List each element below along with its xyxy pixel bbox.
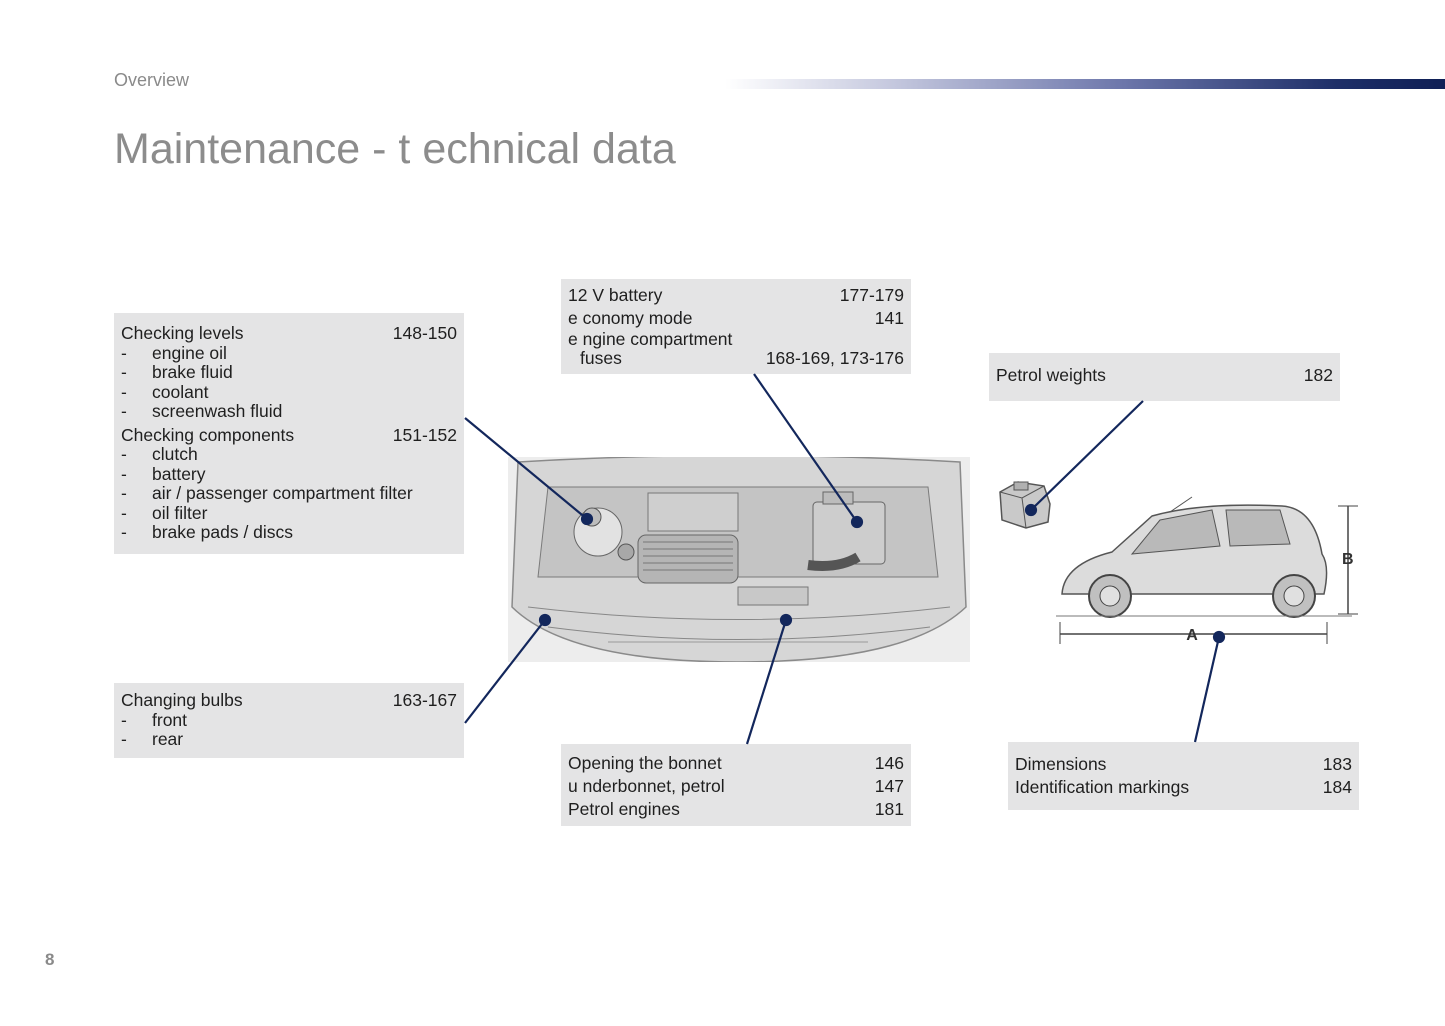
checking-components-pages[interactable]: 151-152: [392, 424, 457, 445]
page-number: 8: [45, 950, 55, 969]
list-item: -battery: [121, 463, 206, 484]
changing-bulbs-pages[interactable]: 163-167: [392, 690, 457, 710]
battery-label: 12 V battery: [568, 285, 663, 305]
checking-levels-pages[interactable]: 148-150: [392, 323, 457, 343]
list-item: -brake fluid: [121, 362, 233, 382]
header-gradient-bar: [725, 79, 1445, 89]
fuses-label-line1: e ngine compartment: [568, 329, 733, 349]
length-label-a: A: [1186, 627, 1198, 644]
list-item-label: brake fluid: [152, 362, 233, 382]
list-item: -rear: [121, 729, 184, 749]
list-item-label: brake pads / discs: [152, 522, 294, 542]
engine-bay-illustration: [508, 457, 970, 662]
petrol-engines-row[interactable]: Petrol engines 181: [568, 798, 904, 821]
petrol-engines-pages[interactable]: 181: [874, 799, 904, 819]
checking-box: Checking levels 148-150 -engine oil -bra…: [114, 313, 464, 554]
changing-bulbs-row[interactable]: Changing bulbs 163-167: [121, 690, 457, 711]
underbonnet-pages[interactable]: 147: [874, 776, 904, 796]
list-item-label: screenwash fluid: [152, 401, 283, 421]
dimensions-box: Dimensions 183 Identification markings 1…: [1008, 742, 1359, 810]
dimensions-pages[interactable]: 183: [1322, 754, 1352, 774]
petrol-weights-pages[interactable]: 182: [1303, 365, 1333, 385]
page-title: Maintenance - t echnical data: [114, 125, 676, 173]
petrol-weights-row[interactable]: Petrol weights 182: [996, 365, 1333, 386]
battery-row[interactable]: 12 V battery 177-179: [568, 284, 904, 307]
list-item-label: rear: [152, 729, 184, 749]
list-item: -clutch: [121, 444, 198, 464]
underbonnet-label: u nderbonnet, petrol: [568, 776, 725, 796]
list-item: -screenwash fluid: [121, 401, 283, 421]
changing-bulbs-box: Changing bulbs 163-167 -front -rear: [114, 683, 464, 758]
identification-pages[interactable]: 184: [1322, 777, 1352, 797]
battery-box: 12 V battery 177-179 e conomy mode 141 e…: [561, 279, 911, 374]
list-item-label: front: [152, 709, 188, 730]
list-item-label: engine oil: [152, 342, 227, 363]
list-item-label: air / passenger compartment filter: [152, 483, 413, 503]
opening-bonnet-pages[interactable]: 146: [874, 753, 904, 773]
checking-levels-label: Checking levels: [121, 323, 244, 343]
list-item: -front: [121, 709, 188, 730]
opening-bonnet-row[interactable]: Opening the bonnet 146: [568, 752, 904, 775]
identification-label: Identification markings: [1015, 777, 1190, 797]
list-item-label: battery: [152, 463, 206, 484]
economy-mode-pages[interactable]: 141: [874, 308, 904, 328]
economy-mode-row[interactable]: e conomy mode 141: [568, 307, 904, 330]
underbonnet-row[interactable]: u nderbonnet, petrol 147: [568, 775, 904, 798]
petrol-weights-label: Petrol weights: [996, 365, 1106, 385]
list-item-label: oil filter: [152, 502, 208, 523]
list-item-label: coolant: [152, 381, 209, 402]
dimensions-row[interactable]: Dimensions 183: [1015, 753, 1352, 776]
dimensions-label: Dimensions: [1015, 754, 1107, 774]
fuses-pages[interactable]: 168-169, 173-176: [765, 348, 904, 368]
list-item: -air / passenger compartment filter: [121, 483, 413, 503]
battery-pages[interactable]: 177-179: [839, 285, 904, 305]
list-item: -engine oil: [121, 342, 227, 363]
checking-components-row[interactable]: Checking components 151-152: [121, 424, 457, 446]
list-item-label: clutch: [152, 444, 198, 464]
petrol-weight-illustration: [999, 481, 1051, 529]
car-dimensions-illustration: A B: [1056, 496, 1358, 644]
opening-bonnet-label: Opening the bonnet: [568, 753, 722, 773]
checking-components-label: Checking components: [121, 424, 295, 445]
list-item: -oil filter: [121, 502, 208, 523]
checking-levels-row[interactable]: Checking levels 148-150: [121, 323, 457, 344]
fuses-row[interactable]: e ngine compartment fuses 168-169, 173-1…: [568, 330, 904, 368]
petrol-engines-label: Petrol engines: [568, 799, 680, 819]
changing-bulbs-label: Changing bulbs: [121, 690, 243, 710]
petrol-weights-box: Petrol weights 182: [989, 353, 1340, 401]
bonnet-box: Opening the bonnet 146 u nderbonnet, pet…: [561, 744, 911, 826]
height-label-b: B: [1342, 551, 1354, 568]
section-label: Overview: [114, 70, 190, 90]
economy-mode-label: e conomy mode: [568, 308, 693, 328]
list-item: -brake pads / discs: [121, 522, 294, 542]
identification-row[interactable]: Identification markings 184: [1015, 776, 1352, 799]
fuses-label-line2: fuses: [580, 348, 622, 368]
list-item: -coolant: [121, 381, 209, 402]
